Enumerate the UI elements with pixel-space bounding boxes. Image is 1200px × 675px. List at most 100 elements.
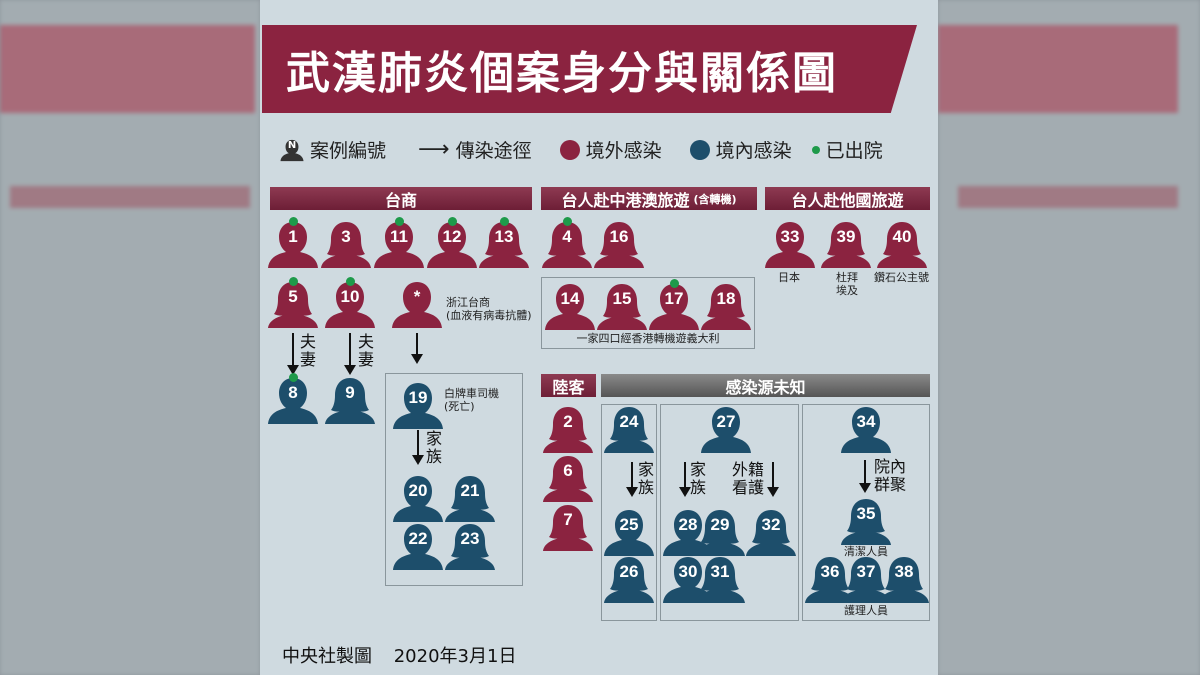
relation-family: 家 族	[426, 429, 443, 466]
case-number: 19	[408, 388, 428, 407]
case-number: 20	[408, 481, 428, 500]
case-number: 16	[609, 227, 629, 246]
case-number: 7	[563, 510, 573, 529]
case-figure: 6	[542, 454, 594, 502]
person-icon	[393, 476, 443, 522]
case-figure: 20	[392, 474, 444, 522]
case-number: 17	[664, 289, 684, 308]
case-number: 22	[408, 529, 428, 548]
case-figure: 22	[392, 522, 444, 570]
case-figure: 18	[700, 282, 752, 330]
case-number: 34	[856, 412, 876, 431]
case-number-icon: N	[280, 138, 304, 162]
case-number: 26	[619, 562, 639, 581]
person-icon	[392, 282, 442, 328]
person-icon	[597, 284, 647, 330]
case-figure: 3	[320, 220, 372, 268]
case-number: 14	[560, 289, 580, 308]
person-icon	[604, 557, 654, 603]
case-figure: 1	[267, 217, 319, 268]
person-icon	[374, 222, 424, 268]
case-figure: 11	[373, 217, 425, 268]
case-figure: 38	[878, 555, 930, 603]
case-figure: 9	[324, 376, 376, 424]
person-icon	[695, 557, 745, 603]
person-icon	[543, 456, 593, 502]
case-number: 27	[716, 412, 736, 431]
case-figure: 32	[745, 508, 797, 556]
person-icon	[765, 222, 815, 268]
person-icon	[542, 222, 592, 268]
person-icon	[268, 282, 318, 328]
case-number: 23	[460, 529, 480, 548]
case-number: 5	[288, 287, 298, 306]
legend-local: 境內感染	[715, 140, 792, 162]
person-icon	[877, 222, 927, 268]
discharged-dot-icon	[289, 277, 298, 286]
transmission-arrow	[287, 333, 299, 375]
case-number: 18	[716, 289, 736, 308]
relation-caregiver: 外籍 看護	[732, 460, 765, 497]
case-figure: 5	[267, 277, 319, 328]
person-icon	[841, 557, 891, 603]
case-figure: 26	[603, 555, 655, 603]
person-icon	[604, 407, 654, 453]
case-number: 40	[892, 227, 912, 246]
case-number: 1	[288, 227, 298, 246]
person-icon	[695, 510, 745, 556]
person-icon	[543, 505, 593, 551]
case-number: 8	[288, 383, 298, 402]
case-number: 10	[340, 287, 360, 306]
case-figure: 15	[596, 282, 648, 330]
transmission-arrow	[626, 462, 638, 497]
case-figure: 30	[662, 555, 714, 603]
relation-spouse: 夫 妻	[300, 332, 317, 369]
caption-cleaner: 清潔人員	[844, 545, 888, 558]
case-figure: 24	[603, 405, 655, 453]
case-number: 29	[710, 515, 730, 534]
relation-spouse: 夫 妻	[358, 332, 375, 369]
footer: 中央社製圖 2020年3月1日	[282, 642, 516, 668]
case-number: 15	[612, 289, 632, 308]
case-number: 35	[856, 504, 876, 523]
discharged-dot-icon	[289, 373, 298, 382]
person-icon	[663, 557, 713, 603]
case-number: 13	[494, 227, 514, 246]
discharged-dot-icon	[670, 279, 679, 288]
case-figure: 29	[694, 508, 746, 556]
discharged-dot-icon	[448, 217, 457, 226]
infographic-panel: 武漢肺炎個案身分與關係圖 N 案例編號 ⟶ 傳染途徑 境外感染 境內感染 已出院…	[260, 0, 938, 675]
caption-zhejiang: 浙江台商(血液有病毒抗體)	[446, 296, 532, 322]
driver-cluster-group	[385, 373, 523, 586]
relation-hospital-cluster: 院內 群聚	[874, 457, 907, 494]
case-figure: 16	[593, 220, 645, 268]
case-number: 33	[780, 227, 800, 246]
relation-family: 家 族	[690, 460, 707, 497]
legend-transmission: 傳染途徑	[455, 140, 532, 162]
case-figure: 35	[840, 497, 892, 545]
person-icon	[325, 282, 375, 328]
relation-family: 家 族	[638, 460, 655, 497]
person-icon	[805, 557, 855, 603]
case-number: 31	[710, 562, 730, 581]
transmission-arrow	[411, 333, 423, 364]
case-number: 3	[341, 227, 351, 246]
person-icon	[701, 407, 751, 453]
transmission-arrow	[859, 460, 871, 493]
case-figure: 8	[267, 373, 319, 424]
case-number: 28	[678, 515, 698, 534]
transmission-arrow	[679, 462, 691, 497]
section-header-mainland-visitors: 陸客	[541, 374, 596, 397]
case-figure: 21	[444, 474, 496, 522]
case-figure: 39	[820, 220, 872, 268]
case-figure: 14	[544, 282, 596, 330]
person-icon	[746, 510, 796, 556]
case-figure: 13	[478, 217, 530, 268]
discharged-dot-icon	[811, 145, 820, 154]
local-dot-icon	[689, 139, 710, 160]
case-figure: 40	[876, 220, 928, 268]
case-figure: 7	[542, 503, 594, 551]
person-icon	[841, 407, 891, 453]
case-number: 36	[820, 562, 840, 581]
legend-imported: 境外感染	[585, 140, 662, 162]
